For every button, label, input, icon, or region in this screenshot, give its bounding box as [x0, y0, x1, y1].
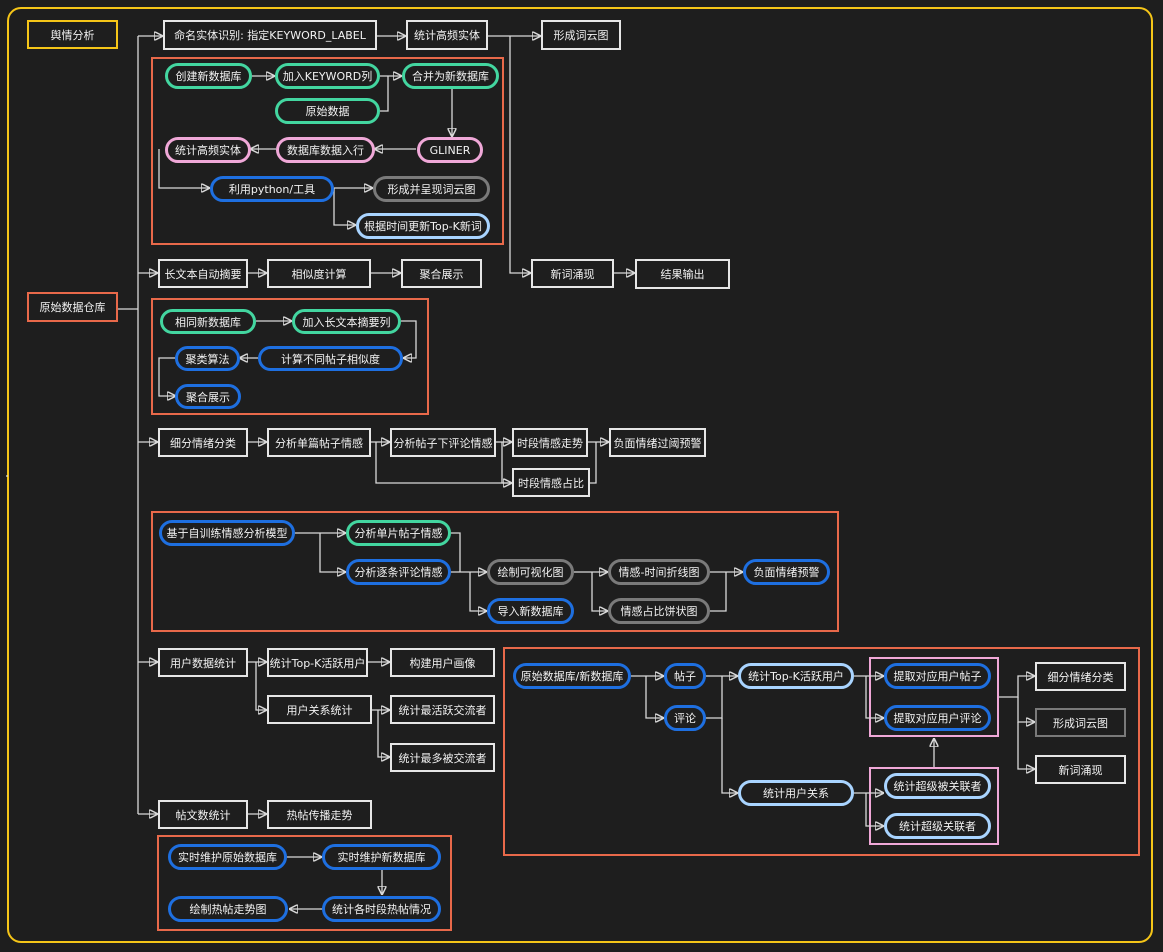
self-model-node: 基于自训练情感分析模型 [159, 520, 295, 546]
import-db-node: 导入新数据库 [487, 598, 574, 624]
agg-show-node: 聚合展示 [401, 259, 482, 288]
raw-data-node: 原始数据 [275, 98, 380, 124]
rt-new-node: 实时维护新数据库 [322, 844, 441, 870]
most-interacted-node: 统计最多被交流者 [390, 743, 495, 772]
agg-show2-node: 聚合展示 [175, 384, 241, 409]
create-db-node: 创建新数据库 [165, 63, 252, 89]
ner-node: 命名实体识别: 指定KEYWORD_LABEL [163, 20, 377, 50]
group-user-detail [503, 647, 1140, 856]
user-stats-node: 用户数据统计 [158, 648, 248, 677]
extract-posts-node: 提取对应用户帖子 [884, 663, 991, 689]
single-post-emo2-node: 分析单片帖子情感 [346, 520, 451, 546]
wordcloud2-node: 形成词云图 [1035, 708, 1126, 737]
stat-freq-node: 统计高频实体 [406, 20, 488, 50]
most-active-node: 统计最活跃交流者 [390, 695, 495, 724]
post-node: 帖子 [664, 663, 706, 689]
group-hot-detail [157, 835, 452, 931]
group-emotion-detail [151, 511, 839, 632]
group-summary-detail [151, 298, 429, 415]
emo-pie-node: 情感占比饼状图 [608, 598, 710, 624]
period-ratio-node: 时段情感占比 [512, 468, 590, 497]
calc-post-sim-node: 计算不同帖子相似度 [258, 346, 403, 371]
hot-trend-node: 热帖传播走势 [267, 800, 372, 829]
similarity-node: 相似度计算 [267, 259, 371, 288]
add-kw-col-node: 加入KEYWORD列 [275, 63, 380, 89]
warehouse-node: 原始数据仓库 [27, 292, 118, 322]
outer-frame [7, 7, 1153, 943]
new-words-node: 新词涌现 [531, 259, 614, 288]
draw-vis-node: 绘制可视化图 [487, 559, 574, 585]
topk-update-node: 根据时间更新Top-K新词 [356, 213, 490, 239]
fine-emotion-node: 细分情绪分类 [158, 428, 248, 457]
user-profile-node: 构建用户画像 [390, 648, 495, 677]
gliner-node: GLINER [417, 137, 483, 163]
present-cloud-node: 形成并呈现词云图 [373, 176, 490, 202]
comment-node: 评论 [664, 705, 706, 731]
fine-emotion2-node: 细分情绪分类 [1035, 662, 1126, 691]
cluster-node: 聚类算法 [175, 346, 240, 371]
group-super [869, 767, 999, 845]
user-rel2-node: 统计用户关系 [738, 780, 854, 806]
period-trend-node: 时段情感走势 [512, 428, 588, 457]
merge-db-node: 合并为新数据库 [402, 63, 499, 89]
python-tool-node: 利用python/工具 [210, 176, 334, 202]
group-extract [869, 657, 999, 737]
post-count-node: 帖文数统计 [158, 800, 248, 829]
long-summary-node: 长文本自动摘要 [158, 259, 248, 288]
neg-alert-node: 负面情绪过阈预警 [609, 428, 706, 457]
raw-new-db-node: 原始数据库/新数据库 [513, 663, 631, 689]
wordcloud-node: 形成词云图 [541, 20, 621, 50]
draw-hot-node: 绘制热帖走势图 [168, 896, 288, 922]
extract-comments-node: 提取对应用户评论 [884, 705, 991, 731]
db-row-node: 数据库数据入行 [276, 137, 375, 163]
new-words2-node: 新词涌现 [1035, 755, 1126, 784]
stat-hot-node: 统计各时段热帖情况 [322, 896, 441, 922]
add-summary-col-node: 加入长文本摘要列 [292, 309, 401, 334]
topk-users2-node: 统计Top-K活跃用户 [738, 663, 854, 689]
each-comment-emo-node: 分析逐条评论情感 [346, 559, 451, 585]
super-linked-node: 统计超级被关联者 [884, 773, 991, 799]
super-linker-node: 统计超级关联者 [884, 813, 991, 839]
result-out-node: 结果输出 [635, 259, 730, 289]
single-post-emo-node: 分析单篇帖子情感 [267, 428, 371, 457]
comment-emo-node: 分析帖子下评论情感 [390, 428, 496, 457]
rt-raw-node: 实时维护原始数据库 [168, 844, 287, 870]
group-ner-detail [151, 57, 504, 245]
user-rel-node: 用户关系统计 [267, 695, 372, 724]
root-node: 舆情分析 [27, 20, 118, 49]
topk-users-node: 统计Top-K活跃用户 [267, 648, 368, 677]
stat-freq2-node: 统计高频实体 [165, 137, 251, 163]
emo-line-node: 情感-时间折线图 [608, 559, 710, 585]
same-db-node: 相同新数据库 [160, 309, 256, 334]
neg-alert2-node: 负面情绪预警 [743, 559, 830, 585]
